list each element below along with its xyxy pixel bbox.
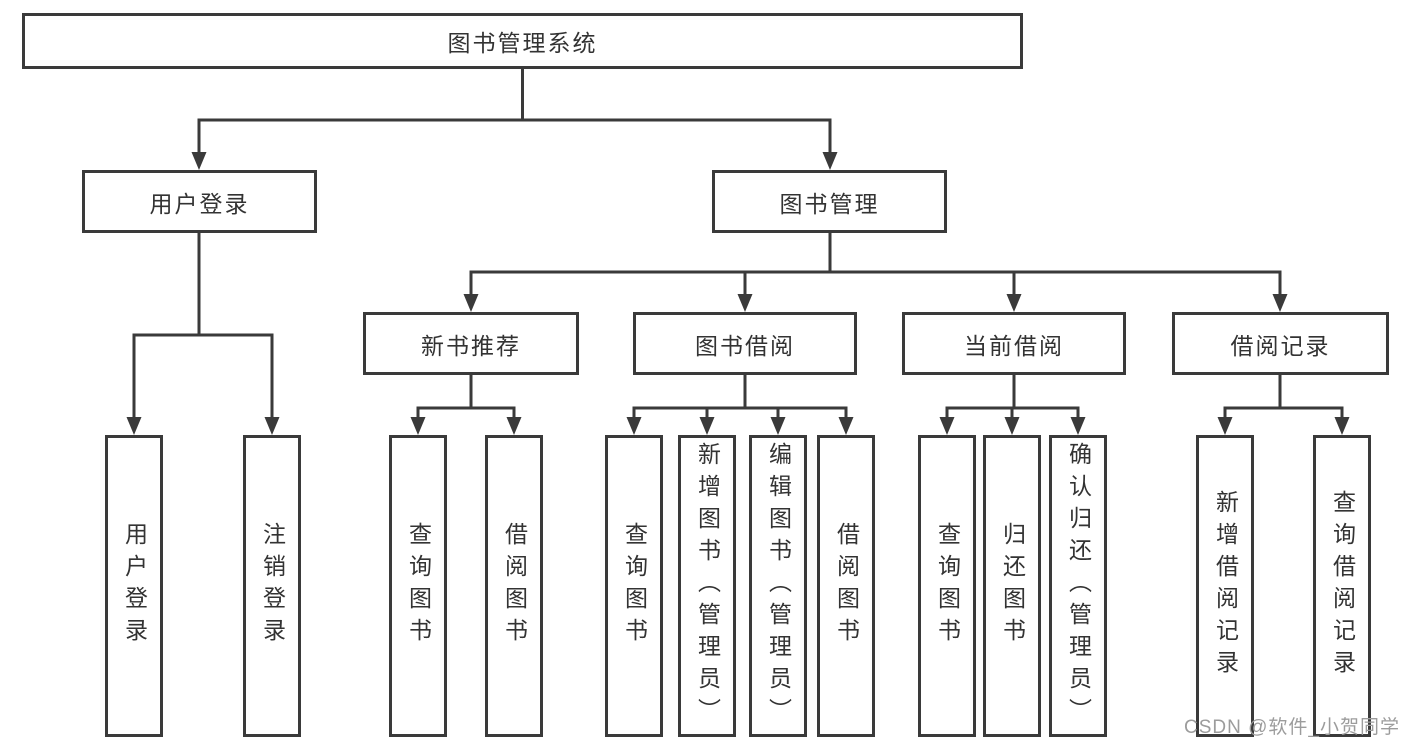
node-library-system: 图书管理系统: [22, 13, 1023, 69]
node-label: 图书借阅: [695, 332, 795, 359]
node-label: 用户登录: [121, 522, 148, 650]
leaf-query-books-recommend: 查询图书: [389, 435, 447, 737]
node-current-borrow: 当前借阅: [902, 312, 1126, 375]
node-book-borrow: 图书借阅: [633, 312, 857, 375]
node-label: 查询图书: [405, 522, 432, 650]
connector-root-to-level2: [191, 69, 838, 170]
leaf-query-books-current: 查询图书: [918, 435, 976, 737]
node-label: 借阅图书: [833, 522, 860, 650]
node-book-management: 图书管理: [712, 170, 947, 233]
node-label: 注销登录: [259, 522, 286, 650]
leaf-add-borrow-record: 新增借阅记录: [1196, 435, 1254, 737]
connector-newbooks-to-leaves: [410, 375, 522, 435]
node-label: 新增图书（管理员）: [694, 442, 721, 730]
node-label: 查询图书: [934, 522, 961, 650]
node-label: 确认归还（管理员）: [1065, 442, 1092, 730]
node-label: 归还图书: [999, 522, 1026, 650]
node-new-book-recommend: 新书推荐: [363, 312, 579, 375]
connector-current-to-leaves: [939, 375, 1086, 435]
leaf-confirm-return-admin: 确认归还（管理员）: [1049, 435, 1107, 737]
leaf-logout: 注销登录: [243, 435, 301, 737]
leaf-edit-books-admin: 编辑图书（管理员）: [749, 435, 807, 737]
node-label: 图书管理: [779, 190, 880, 217]
leaf-borrow-books-recommend: 借阅图书: [485, 435, 543, 737]
node-label: 新增借阅记录: [1212, 490, 1239, 682]
connector-borrow-to-leaves: [626, 375, 854, 435]
node-label: 当前借阅: [964, 332, 1064, 359]
node-label: 借阅图书: [501, 522, 528, 650]
node-label: 编辑图书（管理员）: [765, 442, 792, 730]
leaf-add-books-admin: 新增图书（管理员）: [678, 435, 736, 737]
connector-userlogin-to-leaves: [126, 233, 280, 435]
connector-bookmgmt-to-level3: [463, 233, 1288, 312]
node-label: 查询图书: [621, 522, 648, 650]
node-label: 用户登录: [149, 190, 250, 217]
node-borrow-records: 借阅记录: [1172, 312, 1389, 375]
leaf-query-borrow-record: 查询借阅记录: [1313, 435, 1371, 737]
leaf-return-books: 归还图书: [983, 435, 1041, 737]
node-label: 查询借阅记录: [1329, 490, 1356, 682]
leaf-user-login: 用户登录: [105, 435, 163, 737]
node-user-login-group: 用户登录: [82, 170, 317, 233]
node-label: 借阅记录: [1230, 332, 1331, 359]
node-label: 新书推荐: [421, 332, 521, 359]
connector-records-to-leaves: [1217, 375, 1350, 435]
leaf-borrow-books: 借阅图书: [817, 435, 875, 737]
leaf-query-books-borrow: 查询图书: [605, 435, 663, 737]
node-label: 图书管理系统: [447, 30, 598, 56]
csdn-watermark: CSDN @软件_小贺同学: [1184, 717, 1400, 738]
